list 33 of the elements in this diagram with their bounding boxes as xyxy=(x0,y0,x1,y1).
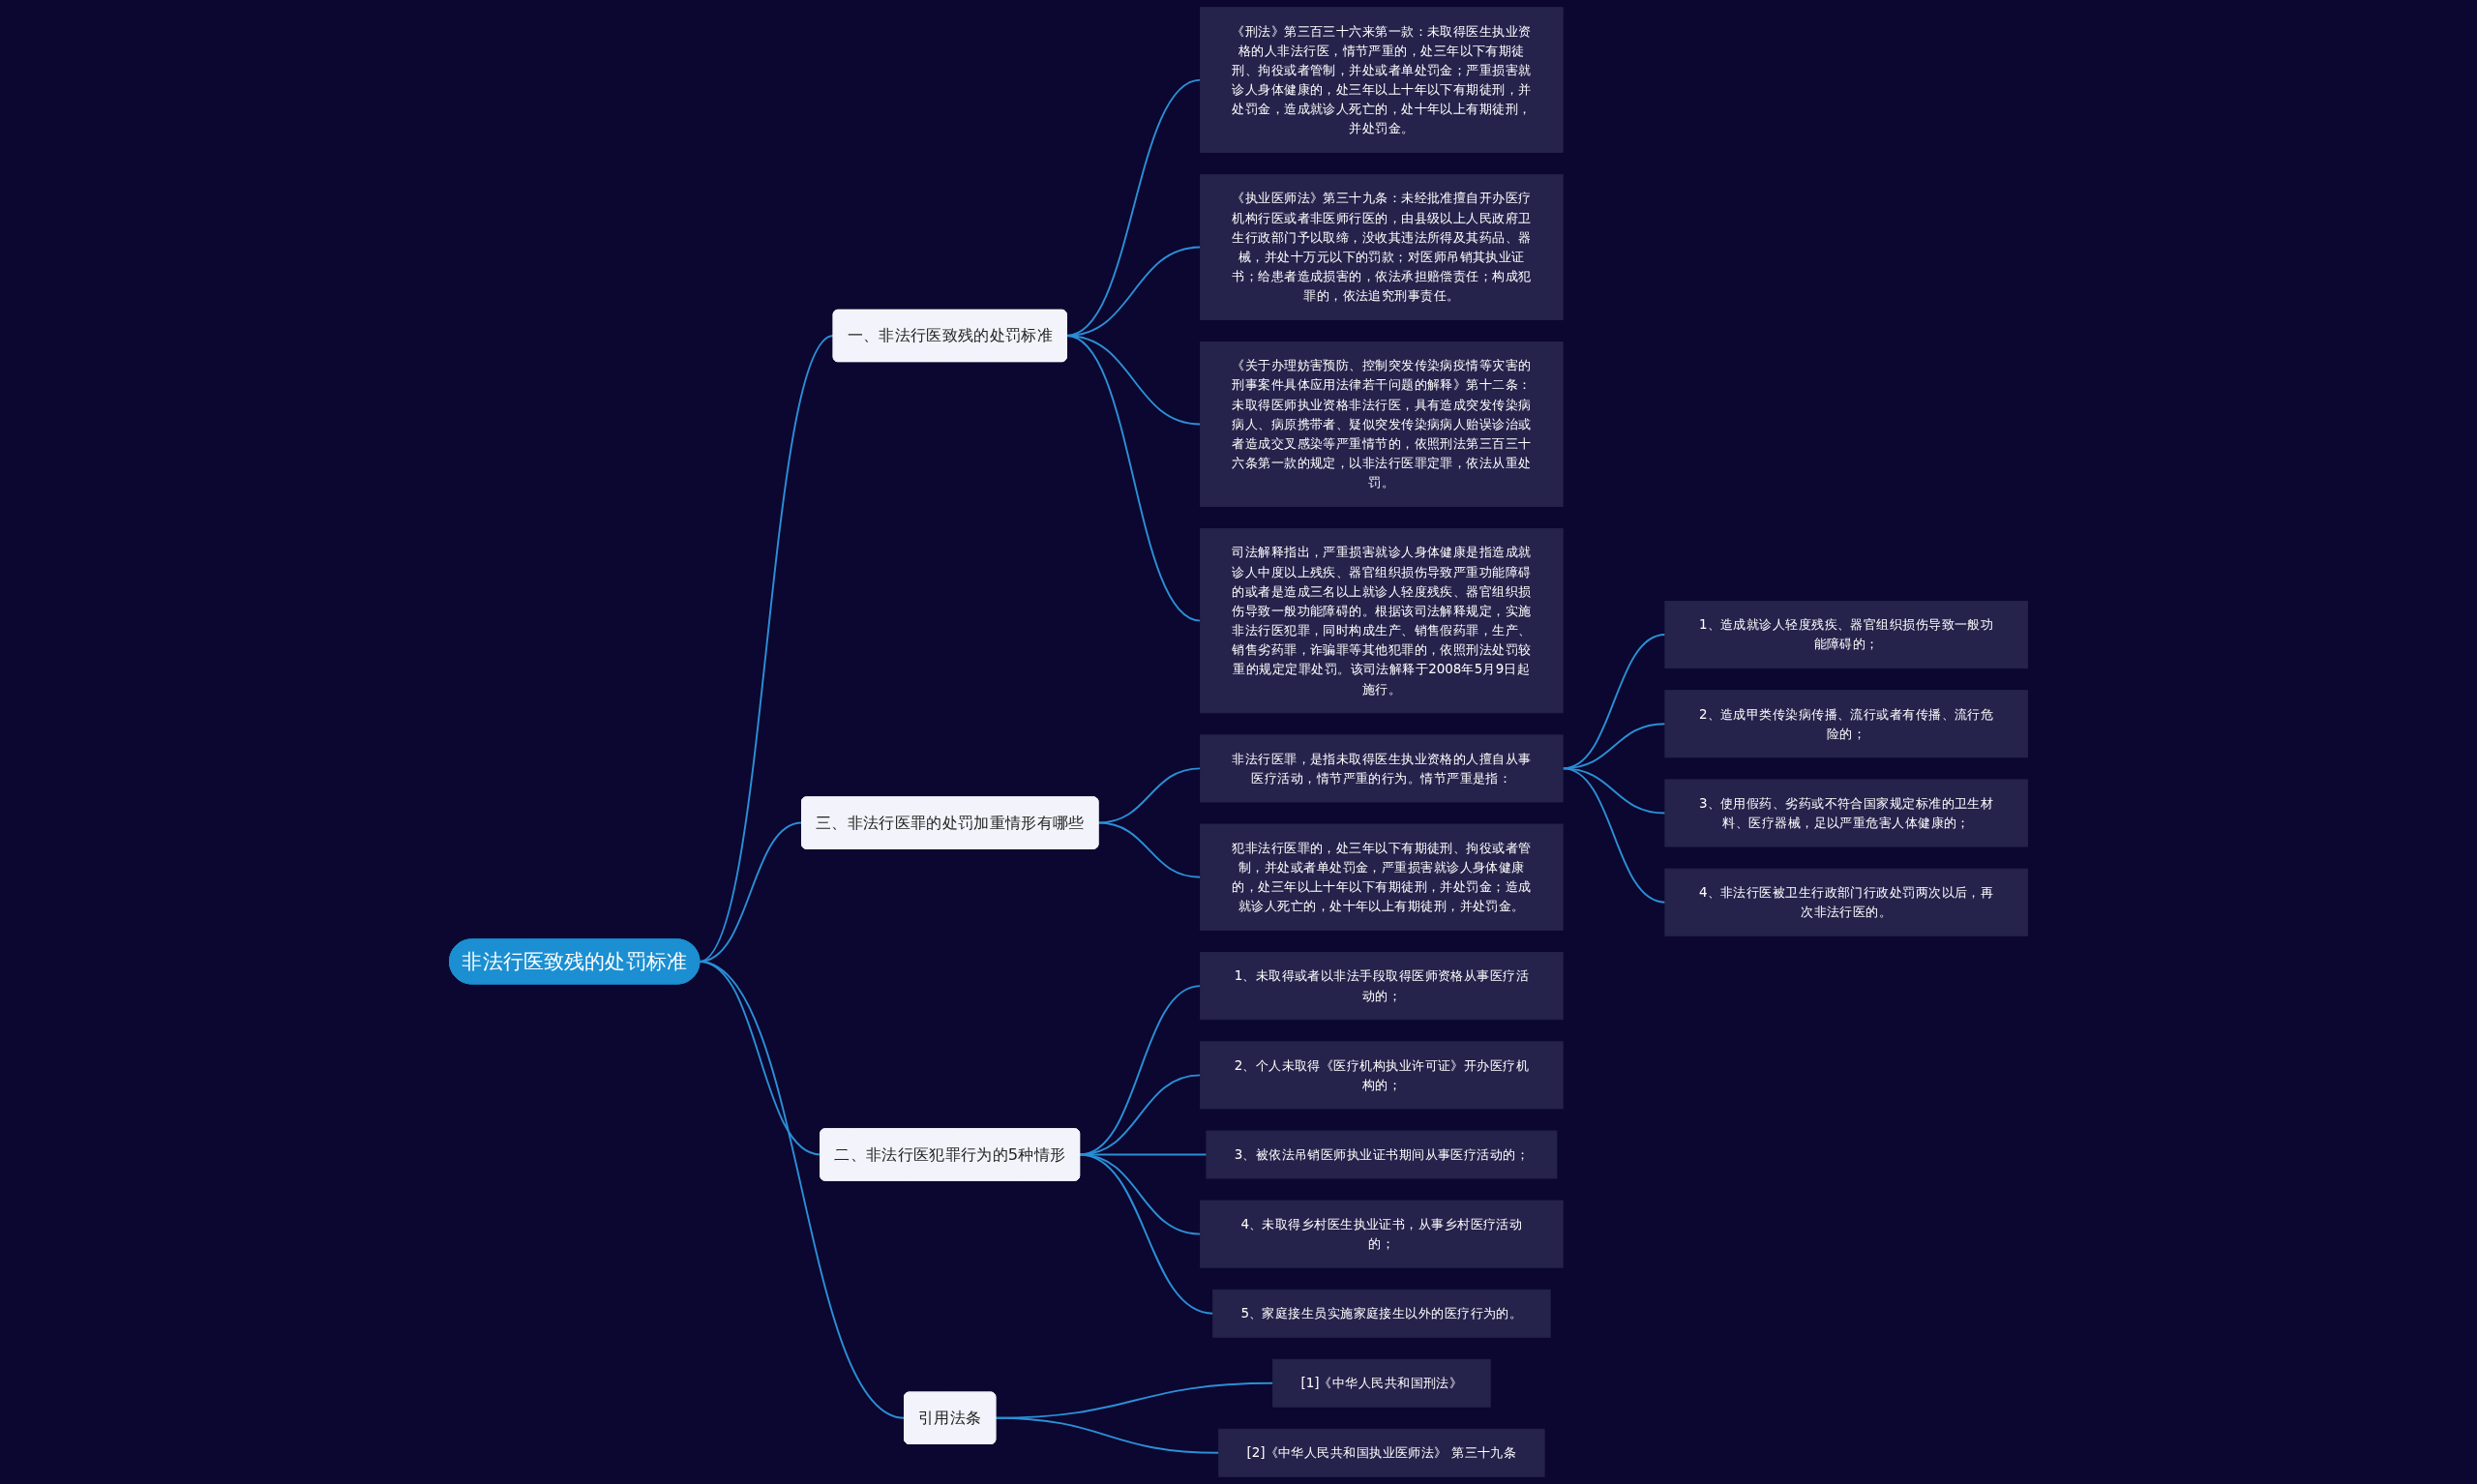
text-card: 3、被依法吊销医师执业证书期间从事医疗活动的； xyxy=(1206,1130,1558,1179)
connector-line xyxy=(1097,767,1202,824)
branch-topic: 二、非法行医犯罪行为的5种情形 xyxy=(820,1128,1081,1181)
connector-line xyxy=(1562,767,1666,815)
connector-line xyxy=(1078,1153,1214,1315)
branch-topic: 三、非法行医罪的处罚加重情形有哪些 xyxy=(801,796,1099,849)
text-card: 《关于办理妨害预防、控制突发传染病疫情等灾害的刑事案件具体应用法律若干问题的解释》第十二条：未取得医师执业资格非法行医，具有造成突发传染病病人、病原携带者、疑似突发传染病病人贻误诊治或者造成交叉感染等严重情节的，依照刑法第三百三十六条第一款的规定，以非法行医罪定罪，依法从重处罚。 xyxy=(1200,341,1564,507)
connector-line xyxy=(1065,335,1202,622)
connector-line xyxy=(698,960,906,1419)
connector-line xyxy=(1078,1153,1202,1235)
central-topic: 非法行医致残的处罚标准 xyxy=(449,938,701,985)
text-card: 司法解释指出，严重损害就诊人身体健康是指造成就诊人中度以上残疾、器官组织损伤导致严重功能障碍的或者是造成三名以上就诊人轻度残疾、器官组织损伤导致一般功能障碍的。根据该司法解释规定，实施非法行医犯罪，同时构成生产、销售假药罪，生产、销售劣药罪，诈骗罪等其他犯罪的，依照刑法处罚较重的规定定罪处罚。该司法解释于2008年5月9日起施行。 xyxy=(1200,528,1564,714)
text-card: 1、未取得或者以非法手段取得医师资格从事医疗活动的； xyxy=(1200,952,1564,1021)
connector-line xyxy=(1562,723,1666,770)
text-card: 《执业医师法》第三十九条：未经批准擅自开办医疗机构行医或者非医师行医的，由县级以上人民政府卫生行政部门予以取缔，没收其违法所得及其药品、器械，并处十万元以下的罚款；对医师吊销其执业证书；给患者造成损害的，依法承担赔偿责任；构成犯罪的，依法追究刑事责任。 xyxy=(1200,174,1564,320)
text-card: 非法行医罪，是指未取得医生执业资格的人擅自从事医疗活动，情节严重的行为。情节严重是指： xyxy=(1200,734,1564,803)
branch-topic: 引用法条 xyxy=(904,1391,997,1444)
text-card: [2]《中华人民共和国执业医师法》 第三十九条 xyxy=(1218,1428,1545,1477)
text-card: 《刑法》第三百三十六来第一款：未取得医生执业资格的人非法行医，情节严重的，处三年以下有期徒刑、拘役或者管制，并处或者单处罚金；严重损害就诊人身体健康的，处三年以上十年以下有期徒刑，并处罚金，造成就诊人死亡的，处十年以上有期徒刑，并处罚金。 xyxy=(1200,7,1564,153)
text-card: [1]《中华人民共和国刑法》 xyxy=(1272,1358,1491,1408)
text-card: 5、家庭接生员实施家庭接生以外的医疗行为的。 xyxy=(1212,1289,1551,1338)
text-card: 4、未取得乡村医生执业证书，从事乡村医疗活动的； xyxy=(1200,1200,1564,1268)
text-card: 犯非法行医罪的，处三年以下有期徒刑、拘役或者管制，并处或者单处罚金，严重损害就诊人身体健康的，处三年以上十年以下有期徒刑，并处罚金；造成就诊人死亡的，处十年以上有期徒刑，并处罚金。 xyxy=(1200,823,1564,931)
branch-topic: 一、非法行医致残的处罚标准 xyxy=(832,309,1067,363)
connector-line xyxy=(1078,1074,1202,1156)
connector-line xyxy=(1562,767,1666,904)
connector-line xyxy=(994,1416,1220,1454)
text-card: 3、使用假药、劣药或不符合国家规定标准的卫生材料、医疗器械，足以严重危害人体健康的； xyxy=(1664,779,2028,847)
connector-line xyxy=(1097,821,1202,878)
text-card: 4、非法行医被卫生行政部门行政处罚两次以后，再次非法行医的。 xyxy=(1664,868,2028,936)
text-card: 2、个人未取得《医疗机构执业许可证》开办医疗机构的； xyxy=(1200,1041,1564,1110)
text-card: 1、造成就诊人轻度残疾、器官组织损伤导致一般功能障碍的； xyxy=(1664,601,2028,669)
text-card: 2、造成甲类传染病传播、流行或者有传播、流行危险的； xyxy=(1664,690,2028,758)
